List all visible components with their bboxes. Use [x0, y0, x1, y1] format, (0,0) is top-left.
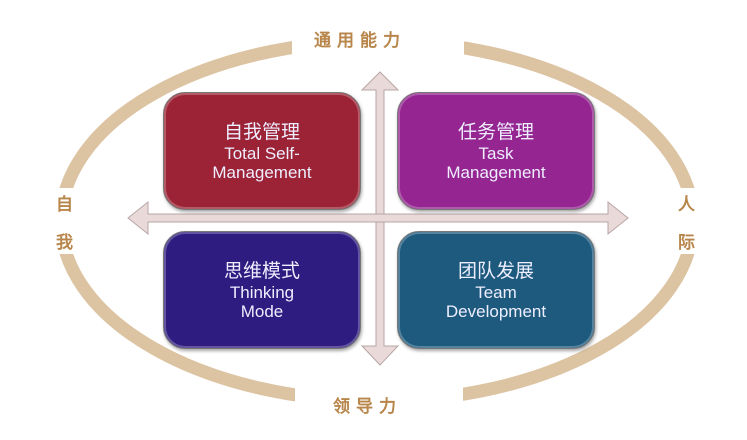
quadrant-title-en: Thinking — [229, 283, 295, 302]
quadrant-title-en: Management — [212, 163, 312, 182]
ring-gap-bottom — [295, 385, 463, 425]
ring-gap-right — [665, 188, 715, 254]
ring-gap-top — [292, 20, 464, 60]
quadrant-title-en: Mode — [240, 302, 284, 321]
label-self-2: 我 — [56, 233, 79, 253]
quadrant-title-cn: 思维模式 — [223, 260, 300, 282]
label-self-1: 自 — [56, 195, 79, 215]
quadrant-thinking-mode: 思维模式 Thinking Mode — [163, 231, 361, 349]
quadrant-title-en: Task — [478, 144, 514, 163]
quadrant-title-en: Total Self- — [224, 144, 300, 163]
quadrant-title-en: Team — [475, 283, 517, 302]
quadrant-title-en: Development — [445, 302, 547, 321]
label-interpersonal-1: 人 — [678, 195, 701, 215]
quadrant-title-en: Management — [446, 163, 546, 182]
label-interpersonal-2: 际 — [678, 233, 701, 253]
horizontal-arrow — [127, 200, 629, 236]
label-general-ability: 通用能力 — [314, 31, 406, 51]
quadrant-title-cn: 自我管理 — [223, 121, 300, 143]
quadrant-self-management: 自我管理 Total Self- Management — [163, 92, 361, 210]
quadrant-task-management: 任务管理 Task Management — [397, 92, 595, 210]
quadrant-title-cn: 任务管理 — [457, 121, 534, 143]
ring-gap-left — [40, 188, 90, 254]
quadrant-title-cn: 团队发展 — [457, 260, 534, 282]
label-leadership: 领导力 — [333, 397, 402, 417]
quadrant-team-development: 团队发展 Team Development — [397, 231, 595, 349]
